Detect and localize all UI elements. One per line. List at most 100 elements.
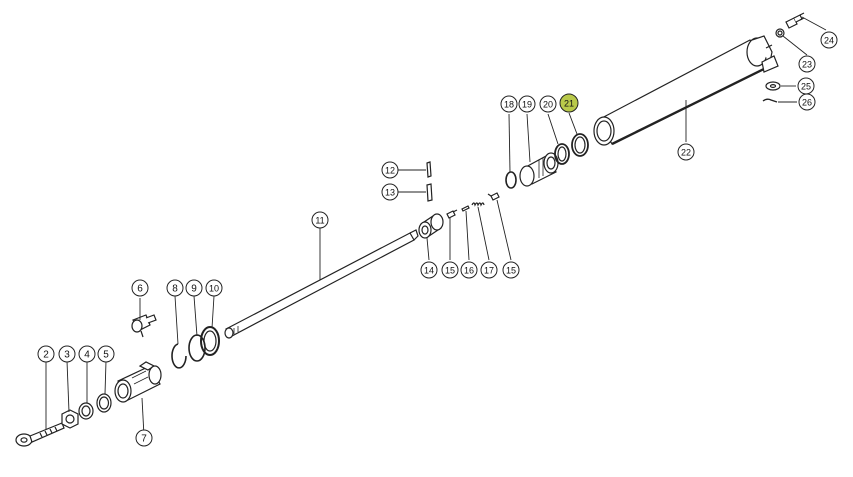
callout-circle xyxy=(420,261,438,279)
callout-c26: 26 xyxy=(798,93,816,111)
part-ring-10 xyxy=(200,326,220,356)
callout-circle xyxy=(97,345,115,363)
callout-circle xyxy=(500,95,518,113)
callout-circle xyxy=(460,261,478,279)
callout-circle xyxy=(185,279,203,297)
part-ring-4 xyxy=(78,402,94,420)
part-fitting-24 xyxy=(785,12,805,29)
callout-number: 6 xyxy=(137,284,143,295)
callout-number: 8 xyxy=(172,284,178,295)
callout-c17: 17 xyxy=(480,261,498,279)
callout-c13: 13 xyxy=(381,183,399,201)
callout-circle xyxy=(78,345,96,363)
callout-number: 24 xyxy=(824,36,834,46)
callout-circle xyxy=(58,345,76,363)
callout-number: 15 xyxy=(506,266,516,276)
callout-c16: 16 xyxy=(460,261,478,279)
part-piston-rod xyxy=(224,229,419,339)
callout-circle xyxy=(502,261,520,279)
callout-number: 23 xyxy=(802,60,812,70)
part-pin-13 xyxy=(426,183,433,202)
part-spring-17 xyxy=(471,202,485,207)
part-cylinder-end-cap xyxy=(114,361,162,403)
callout-number: 20 xyxy=(543,100,553,110)
callout-circle xyxy=(311,211,329,229)
callout-circle xyxy=(441,261,459,279)
part-cotter-pin-26 xyxy=(762,98,778,103)
callout-c21: 21 xyxy=(559,93,579,113)
callout-number: 9 xyxy=(191,284,197,295)
callout-c4: 4 xyxy=(78,345,96,363)
callout-number: 25 xyxy=(801,82,811,92)
callout-circle xyxy=(539,95,557,113)
callout-number: 18 xyxy=(504,100,514,110)
part-guide-bushing xyxy=(519,152,559,187)
callout-c25: 25 xyxy=(797,77,815,95)
callout-circle xyxy=(37,345,55,363)
callout-c20: 20 xyxy=(539,95,557,113)
callout-circle xyxy=(559,93,579,113)
callout-circle xyxy=(677,143,695,161)
part-o-ring-18 xyxy=(505,171,517,189)
callout-c14: 14 xyxy=(420,261,438,279)
callout-c9: 9 xyxy=(185,279,203,297)
callout-c6: 6 xyxy=(131,279,149,297)
callout-c11: 11 xyxy=(311,211,329,229)
callout-c7: 7 xyxy=(135,429,153,447)
part-valve-15b xyxy=(487,192,500,201)
part-nut-23 xyxy=(775,28,785,38)
callout-number: 7 xyxy=(141,434,147,445)
part-cylinder-tube xyxy=(593,35,779,146)
callout-number: 22 xyxy=(681,148,691,158)
part-pin-16 xyxy=(461,205,470,212)
callout-circle xyxy=(798,55,816,73)
callout-circle xyxy=(205,279,223,297)
callout-number: 17 xyxy=(484,266,494,276)
part-snap-ring xyxy=(171,343,187,369)
part-pin-12 xyxy=(426,161,432,178)
callout-c8: 8 xyxy=(166,279,184,297)
callout-c19: 19 xyxy=(518,95,536,113)
callout-c10: 10 xyxy=(205,279,223,297)
callout-circle xyxy=(166,279,184,297)
part-eye-bolt xyxy=(15,422,65,447)
callout-circle xyxy=(131,279,149,297)
callout-c2: 2 xyxy=(37,345,55,363)
callout-number: 2 xyxy=(43,350,49,361)
callout-circle xyxy=(480,261,498,279)
callout-number: 26 xyxy=(802,98,812,108)
callout-number: 10 xyxy=(209,284,219,294)
part-ring-20 xyxy=(554,143,570,165)
callout-number: 14 xyxy=(424,266,434,276)
callout-circle xyxy=(798,93,816,111)
callout-number: 21 xyxy=(564,99,574,109)
callout-number: 4 xyxy=(84,350,90,361)
callout-c15b: 15 xyxy=(502,261,520,279)
callout-number: 19 xyxy=(522,100,532,110)
callout-c23: 23 xyxy=(798,55,816,73)
part-grease-fitting xyxy=(131,314,157,338)
callout-circle xyxy=(518,95,536,113)
part-washer-25 xyxy=(765,81,781,91)
callout-c12: 12 xyxy=(381,161,399,179)
callout-c5: 5 xyxy=(97,345,115,363)
callout-circle xyxy=(381,183,399,201)
callout-c3: 3 xyxy=(58,345,76,363)
callout-number: 15 xyxy=(445,266,455,276)
callout-circle xyxy=(381,161,399,179)
part-nut xyxy=(61,409,79,429)
callout-c18: 18 xyxy=(500,95,518,113)
part-ring-5 xyxy=(96,393,112,413)
callout-number: 3 xyxy=(64,350,70,361)
callout-c24: 24 xyxy=(820,31,838,49)
part-valve-15a xyxy=(446,209,458,219)
part-ring-21 xyxy=(571,133,589,157)
callout-c22: 22 xyxy=(677,143,695,161)
callout-number: 13 xyxy=(385,188,395,198)
callout-number: 11 xyxy=(315,216,324,226)
part-piston xyxy=(418,213,444,239)
callout-c15a: 15 xyxy=(441,261,459,279)
